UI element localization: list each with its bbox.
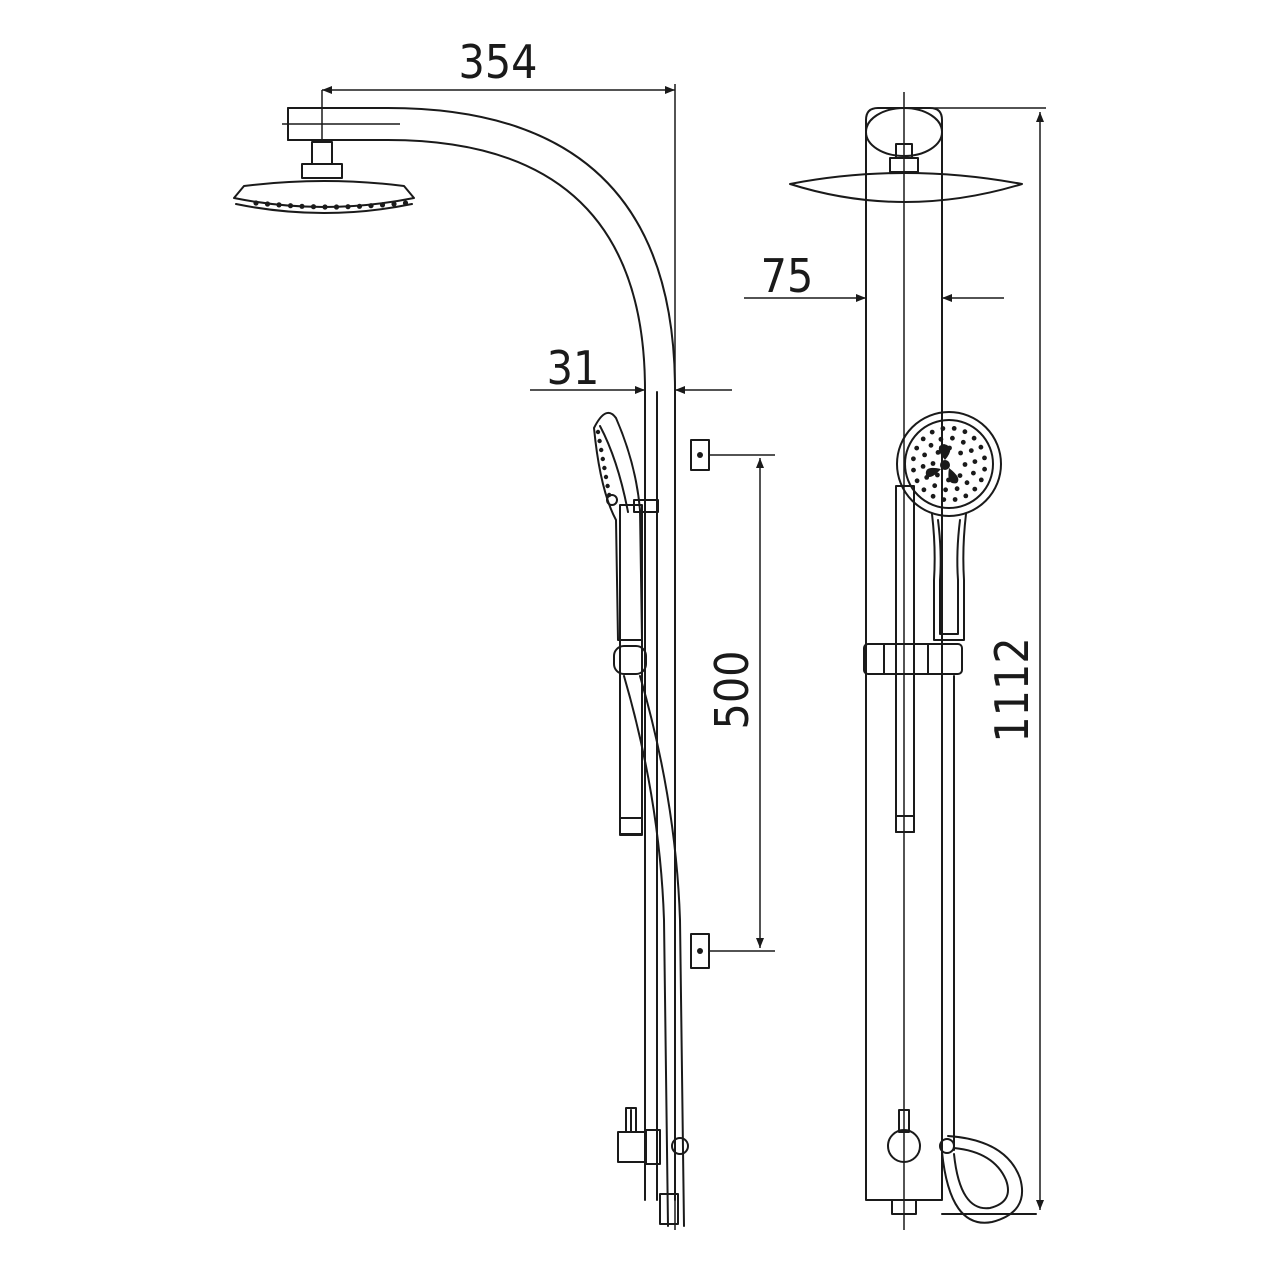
hand-spray-dot — [920, 464, 926, 469]
front-rail-bottom — [895, 815, 915, 833]
shower-hose-outer — [639, 675, 685, 1227]
side-view: 354 31 500 — [233, 35, 775, 1230]
hand-spray-dot — [964, 480, 970, 486]
hand-spray-dot — [972, 486, 978, 492]
hand-spray-dot — [971, 470, 976, 476]
shower-arm-outer — [287, 107, 676, 1201]
front-diverter-knob — [887, 1129, 921, 1163]
front-head-nut — [889, 157, 919, 173]
hand-nozzle — [602, 465, 607, 471]
bracket-screw-bottom — [697, 948, 703, 954]
head-shower-side — [233, 180, 415, 214]
hand-spray-dot — [952, 497, 958, 502]
bracket-screw-top — [697, 452, 703, 458]
rail-bottom-holder — [619, 817, 643, 835]
hand-spray-dot — [982, 466, 987, 472]
hand-spray-dot — [920, 436, 926, 442]
dim-500-label: 500 — [705, 651, 759, 730]
hand-nozzle — [599, 447, 604, 453]
hand-spray-dot — [963, 493, 969, 499]
hand-spray-dot — [914, 478, 920, 484]
dim-354-label: 354 — [459, 35, 538, 89]
hand-spray-dot — [935, 472, 940, 478]
head-nozzle — [276, 202, 282, 208]
hand-spray-dot — [960, 439, 966, 445]
front-view: 75 — [744, 92, 1046, 1230]
head-nut — [301, 163, 343, 179]
hand-nozzle — [603, 474, 609, 480]
hand-spray-dot — [938, 436, 944, 442]
hand-spray-dot — [930, 461, 936, 466]
head-nozzle — [356, 203, 363, 209]
hand-nozzle — [605, 483, 610, 489]
head-nozzle — [322, 204, 328, 210]
dim-75-label: 75 — [761, 249, 814, 303]
hand-spray-dot — [922, 452, 927, 458]
hand-shower-side — [593, 411, 643, 641]
hand-spray-dot — [954, 486, 960, 492]
hand-spray-dot — [943, 487, 948, 493]
hand-spray-dot — [921, 487, 927, 493]
hand-spray-dot — [962, 429, 968, 435]
head-connector — [311, 141, 333, 165]
hand-spray-dot — [972, 459, 978, 464]
diverter-body — [617, 1131, 647, 1163]
front-hose-connector — [939, 1138, 955, 1154]
hand-spray-dot — [928, 442, 934, 448]
head-nozzle — [287, 203, 294, 209]
hand-spray-dot — [951, 426, 957, 431]
front-hose-loop-outer — [941, 1135, 1024, 1224]
slide-rail — [619, 504, 643, 836]
hand-shower-front — [896, 411, 1002, 641]
front-slider-clamp — [863, 643, 963, 675]
hand-spray-dot — [929, 429, 935, 435]
hand-spray-dot — [968, 448, 974, 453]
hand-spray-dot — [957, 473, 963, 478]
hand-spray-dot — [930, 493, 936, 499]
head-nozzle — [368, 203, 374, 209]
mixer-knob — [671, 1137, 689, 1155]
hand-spray-dot — [958, 450, 963, 456]
hand-spray-dot — [935, 450, 941, 455]
hand-spray-dot — [911, 467, 916, 473]
hand-spray-dot — [932, 483, 938, 489]
head-nozzle — [333, 204, 340, 210]
hand-spray-dot — [982, 455, 987, 461]
head-nozzle — [310, 204, 317, 210]
front-top-cap — [865, 107, 943, 157]
head-nozzle — [391, 201, 397, 207]
hand-spray-dot — [940, 426, 946, 431]
mixer-block — [645, 1129, 661, 1165]
hand-spray-dot — [941, 497, 947, 502]
hand-spray-dot — [971, 435, 977, 441]
head-nozzle — [345, 204, 351, 210]
hand-spray-dot — [962, 462, 968, 467]
hand-spray-dot — [911, 456, 916, 462]
front-slide-rail — [895, 485, 915, 833]
hand-spray-dot — [978, 444, 984, 450]
hose-holder — [613, 645, 647, 675]
head-nozzle — [299, 203, 305, 209]
head-nozzle — [264, 201, 271, 207]
rail-top-holder — [633, 499, 659, 513]
shower-hose-inner — [623, 675, 669, 1227]
hand-nozzle — [597, 438, 602, 444]
head-nozzle — [253, 200, 259, 206]
pipe-bottom-end — [659, 1193, 679, 1225]
hand-nozzle — [600, 456, 605, 462]
shower-arm-inner — [287, 139, 646, 1201]
hand-spray-dot — [914, 445, 920, 451]
dim-1112-label: 1112 — [985, 637, 1039, 742]
front-bottom-cap — [891, 1199, 917, 1215]
dim-31-label: 31 — [547, 341, 600, 395]
head-nozzle — [379, 202, 386, 208]
head-shower-front — [789, 172, 1023, 203]
front-hose-loop-inner — [953, 1147, 1009, 1210]
head-nozzle — [402, 200, 409, 206]
front-diverter-lever — [898, 1109, 910, 1133]
hand-spray-dot — [978, 477, 984, 483]
hand-spray-dot — [950, 435, 955, 441]
hand-nozzle — [595, 429, 601, 435]
